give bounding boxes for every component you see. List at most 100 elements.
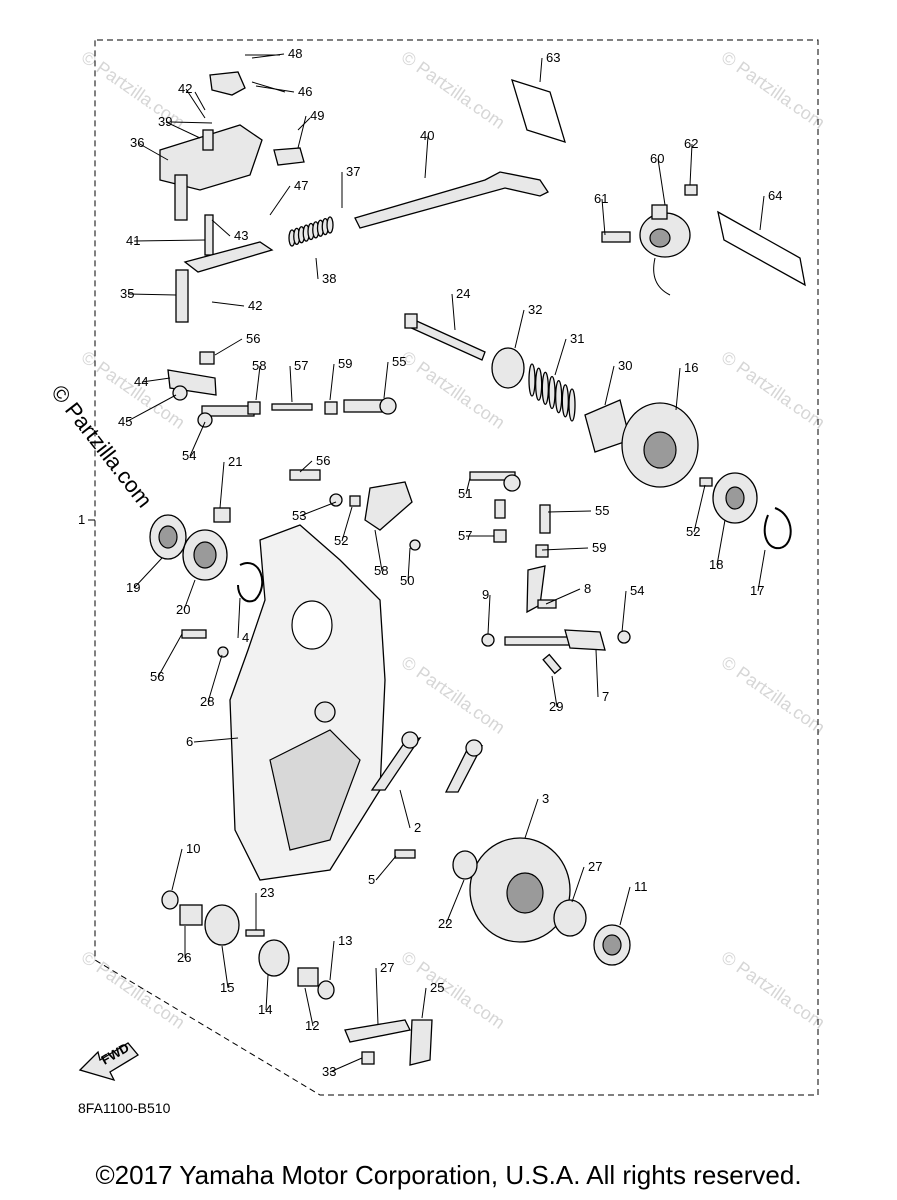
callout-56: 56 (246, 331, 260, 346)
callout-44: 44 (134, 374, 148, 389)
callout-41: 41 (126, 233, 140, 248)
callout-9: 9 (482, 587, 489, 602)
callout-46: 46 (298, 84, 312, 99)
callout-6: 6 (186, 734, 193, 749)
leader-line-6 (193, 737, 239, 743)
assembly-ref-label: 1 (78, 512, 85, 527)
callout-11: 11 (634, 879, 648, 894)
callout-19: 19 (126, 580, 140, 595)
leader-line-36 (137, 142, 169, 161)
callout-49: 49 (310, 108, 324, 123)
leader-line-31 (554, 338, 567, 376)
leader-line-41 (133, 239, 206, 242)
spring-38 (288, 216, 334, 247)
leader-line-14 (265, 974, 269, 1011)
callout-36: 36 (130, 135, 144, 150)
leader-line-49 (297, 115, 307, 149)
callout-51: 51 (458, 486, 472, 501)
spring-coil (528, 363, 536, 397)
leader-line-40 (424, 135, 429, 179)
callout-56: 56 (316, 453, 330, 468)
leader-line-19 (133, 557, 163, 589)
callout-60: 60 (650, 151, 664, 166)
watermark-text: © Partzilla.com (718, 947, 829, 1033)
sensor-60 (601, 184, 698, 296)
leader-line-42 (185, 88, 206, 119)
watermark-text: © Partzilla.com (718, 347, 829, 433)
callout-55: 55 (595, 503, 609, 518)
leader-line-18 (716, 519, 726, 566)
leader-line-25 (421, 987, 427, 1019)
spring-31 (528, 363, 576, 422)
leader-line-51 (465, 477, 471, 495)
callout-35: 35 (120, 286, 134, 301)
leader-line-13 (329, 940, 335, 981)
leader-line-2 (399, 789, 411, 829)
secondary-shaft-group (404, 313, 792, 550)
leader-line-59 (541, 547, 589, 551)
leader-line-50 (407, 547, 411, 582)
leader-line-8 (545, 588, 581, 605)
leader-line-43 (211, 219, 231, 237)
callout-45: 45 (118, 414, 132, 429)
callout-2: 2 (414, 820, 421, 835)
leader-line-62 (689, 143, 693, 186)
leader-line-12 (304, 987, 314, 1027)
spring-coil (535, 367, 543, 401)
callout-40: 40 (420, 128, 434, 143)
watermark-text: © Partzilla.com (398, 347, 509, 433)
copyright-notice: ©2017 Yamaha Motor Corporation, U.S.A. A… (95, 1160, 802, 1190)
callout-20: 20 (176, 602, 190, 617)
leader-line-7 (595, 649, 599, 698)
leader-line-47 (269, 185, 291, 216)
label-64 (717, 210, 806, 287)
callout-61: 61 (594, 191, 608, 206)
callout-30: 30 (618, 358, 632, 373)
spring-coil (326, 216, 334, 234)
watermark-text: © Partzilla.com (718, 47, 829, 133)
callout-57: 57 (458, 528, 472, 543)
label-63 (511, 79, 566, 143)
callout-52: 52 (334, 533, 348, 548)
callout-53: 53 (292, 508, 306, 523)
leader-line-42 (211, 301, 245, 307)
callout-58: 58 (374, 563, 388, 578)
callout-33: 33 (322, 1064, 336, 1079)
leader-line-44 (141, 377, 171, 383)
callout-50: 50 (400, 573, 414, 588)
callout-38: 38 (322, 271, 336, 286)
callout-29: 29 (549, 699, 563, 714)
callout-4: 4 (242, 630, 249, 645)
callout-42: 42 (178, 81, 192, 96)
watermark-text: © Partzilla.com (718, 652, 829, 738)
callout-3: 3 (542, 791, 549, 806)
leader-line-61 (601, 198, 606, 236)
callout-10: 10 (186, 841, 200, 856)
bearings-left (149, 514, 264, 658)
leader-line-38 (315, 257, 319, 280)
leader-line-33 (329, 1057, 363, 1073)
bottom-gears (161, 890, 433, 1066)
callout-54: 54 (630, 583, 644, 598)
watermark-text: © Partzilla.com (398, 47, 509, 133)
leader-line-64 (759, 195, 765, 231)
leader-line-24 (451, 293, 456, 331)
callout-25: 25 (430, 980, 444, 995)
spring-coil (541, 371, 549, 405)
leader-line-3 (524, 798, 539, 839)
leader-line-52 (341, 506, 353, 542)
leader-line-11 (619, 886, 631, 926)
levers-5 (370, 731, 484, 859)
callout-37: 37 (346, 164, 360, 179)
spring-coil (568, 388, 576, 422)
callout-26: 26 (177, 950, 191, 965)
leader-line-54 (621, 590, 627, 633)
leader-line-57 (289, 365, 293, 403)
leader-line-58 (255, 365, 261, 401)
callout-42: 42 (248, 298, 262, 313)
leader-line-53 (299, 501, 337, 517)
assembly-frame (94, 39, 819, 1096)
callout-27: 27 (588, 859, 602, 874)
leader-line-9 (487, 594, 491, 635)
